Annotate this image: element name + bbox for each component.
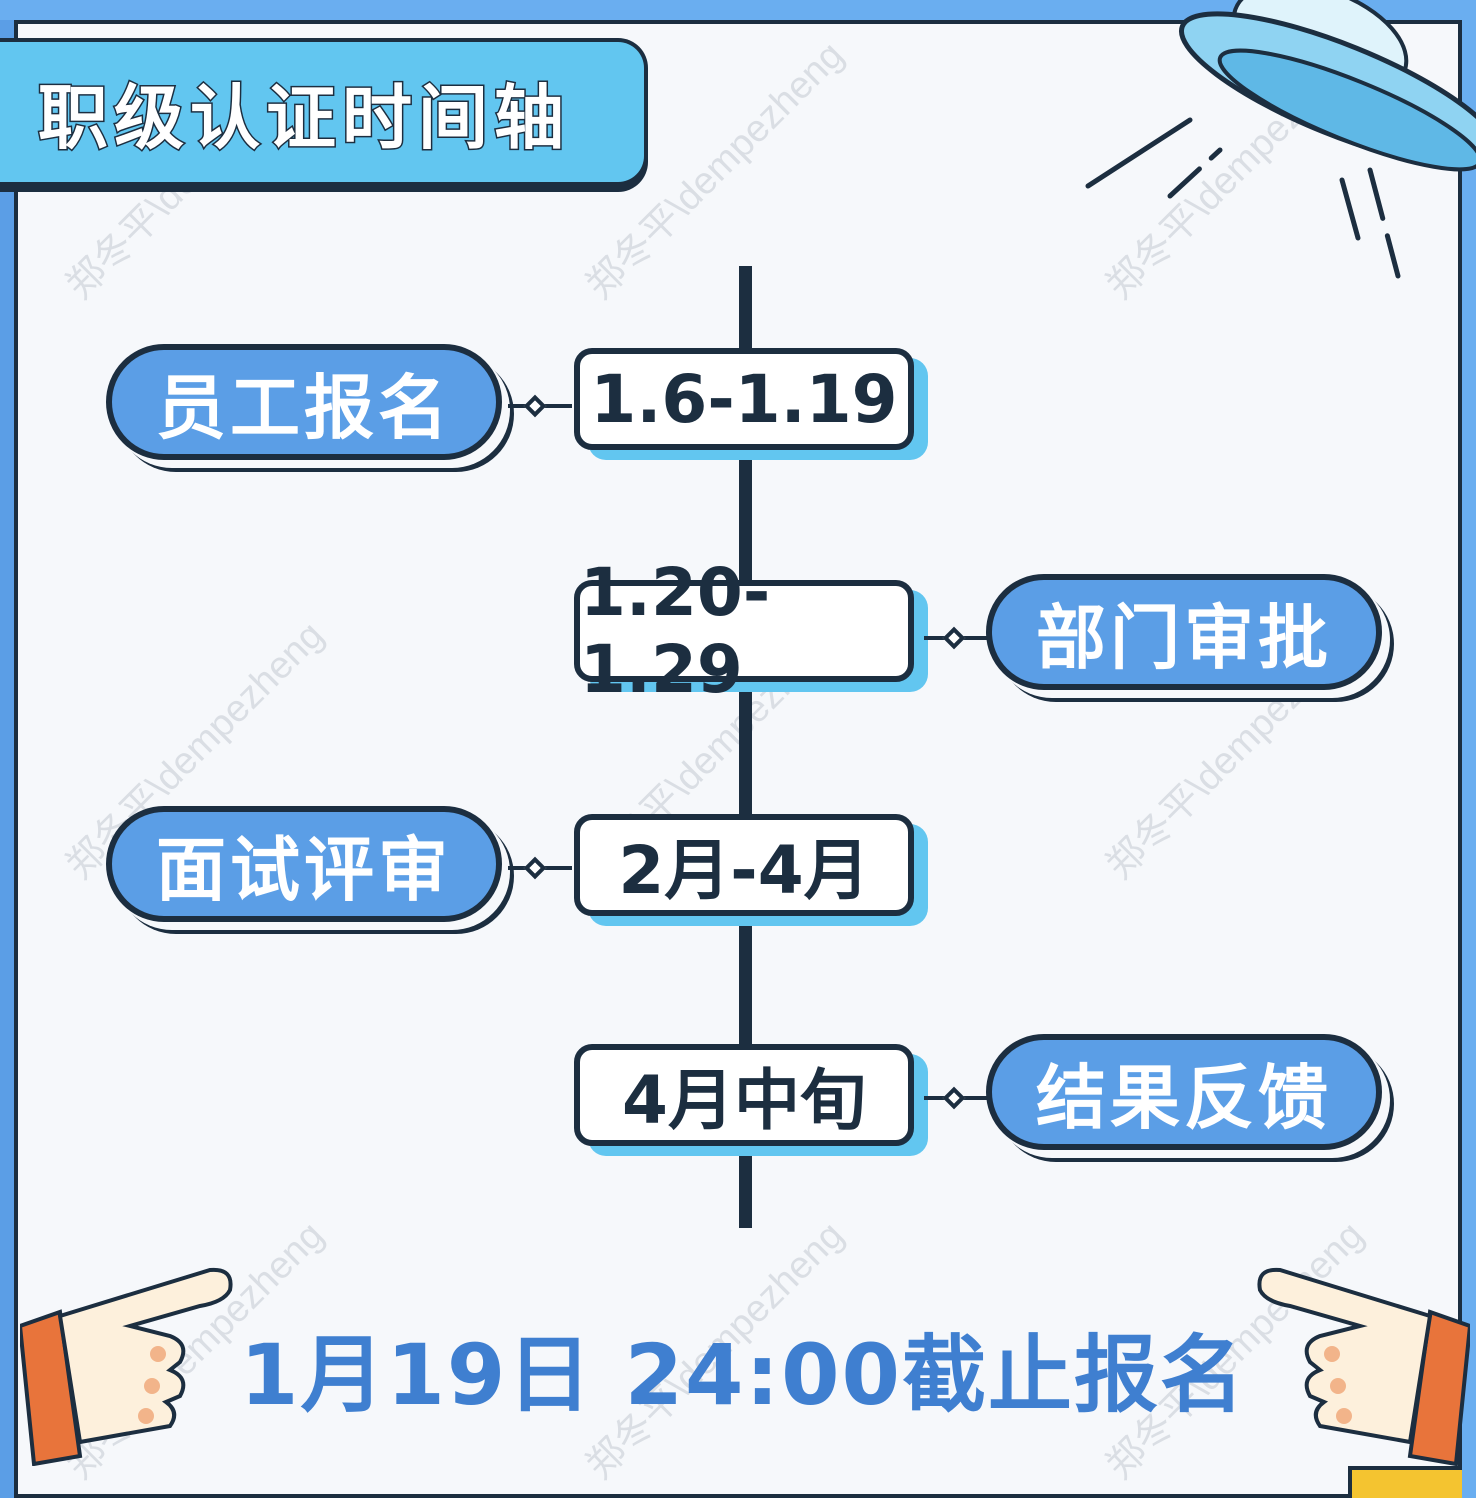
step-pill: 员工报名 [106,344,502,460]
content-frame [14,20,1462,1498]
deadline-text: 1月19日 24:00截止报名 [240,1325,1246,1424]
page-title: 职级认证时间轴 [37,75,570,160]
corner-decoration [1348,1466,1462,1498]
step-pill: 结果反馈 [986,1034,1382,1150]
date-box: 2月-4月 [574,814,914,916]
left-edge-band [0,20,14,1498]
date-box: 1.6-1.19 [574,348,914,450]
step-pill: 面试评审 [106,806,502,922]
pointing-hand-right-icon [20,1267,233,1466]
pointing-hand-left-icon [1257,1267,1470,1466]
title-banner: 职级认证时间轴 [0,38,648,186]
date-box: 1.20-1.29 [574,554,914,708]
step-pill: 部门审批 [986,574,1382,690]
timeline-axis [739,266,752,1228]
date-box: 4月中旬 [574,1044,914,1146]
ufo-icon [1085,0,1476,279]
